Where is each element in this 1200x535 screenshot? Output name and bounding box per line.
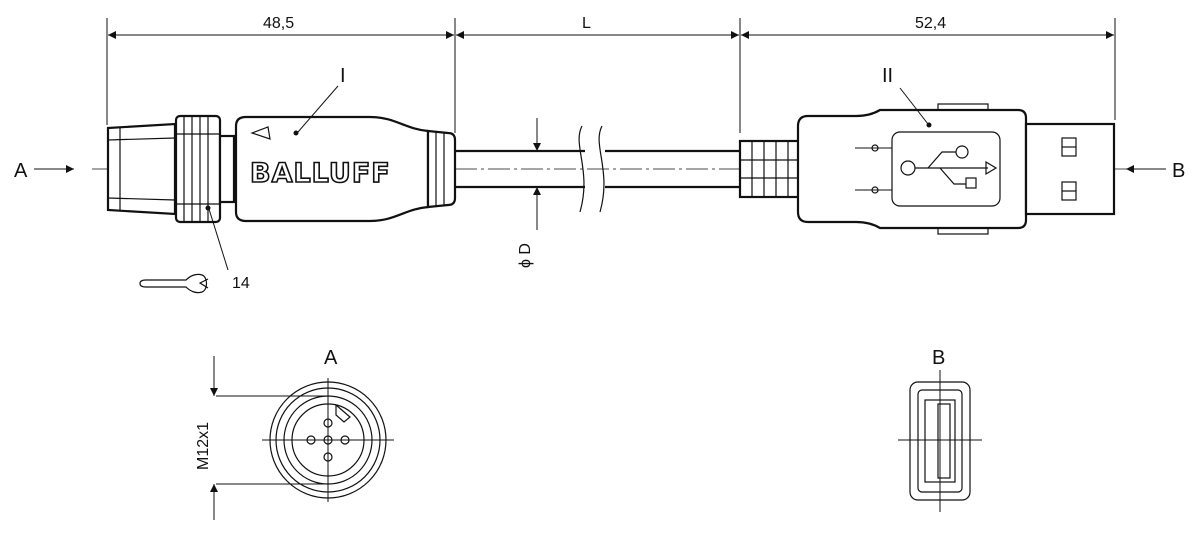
wrench-size-label: 14 [232,275,250,292]
part-two-label: II [882,65,893,87]
diameter-label: ϕ D [517,243,534,268]
m12-connector [106,114,457,224]
section-b-title: B [932,347,945,369]
part-two-leader [899,87,929,125]
brand-logo: BALLUFF [250,158,391,189]
wrench-leader [208,208,229,271]
view-a-label: A [14,160,28,182]
section-a-title: A [324,347,338,369]
usb-icon [900,145,998,189]
part-one-label: I [340,65,346,87]
cable [455,125,740,213]
usb-front-view [898,370,982,512]
dimension-cable-length: L [582,15,591,32]
dimension-left-length: 48,5 [263,15,294,32]
dimension-right-length: 52,4 [915,15,946,32]
thread-label: M12x1 [195,422,212,470]
dimension-lines [106,18,1116,133]
warning-triangle-icon [250,126,271,140]
usb-connector [738,103,1116,235]
view-b-label: B [1172,160,1185,182]
part-one-leader [297,85,339,133]
wrench-icon [139,273,209,294]
m12-front-view [216,378,394,502]
